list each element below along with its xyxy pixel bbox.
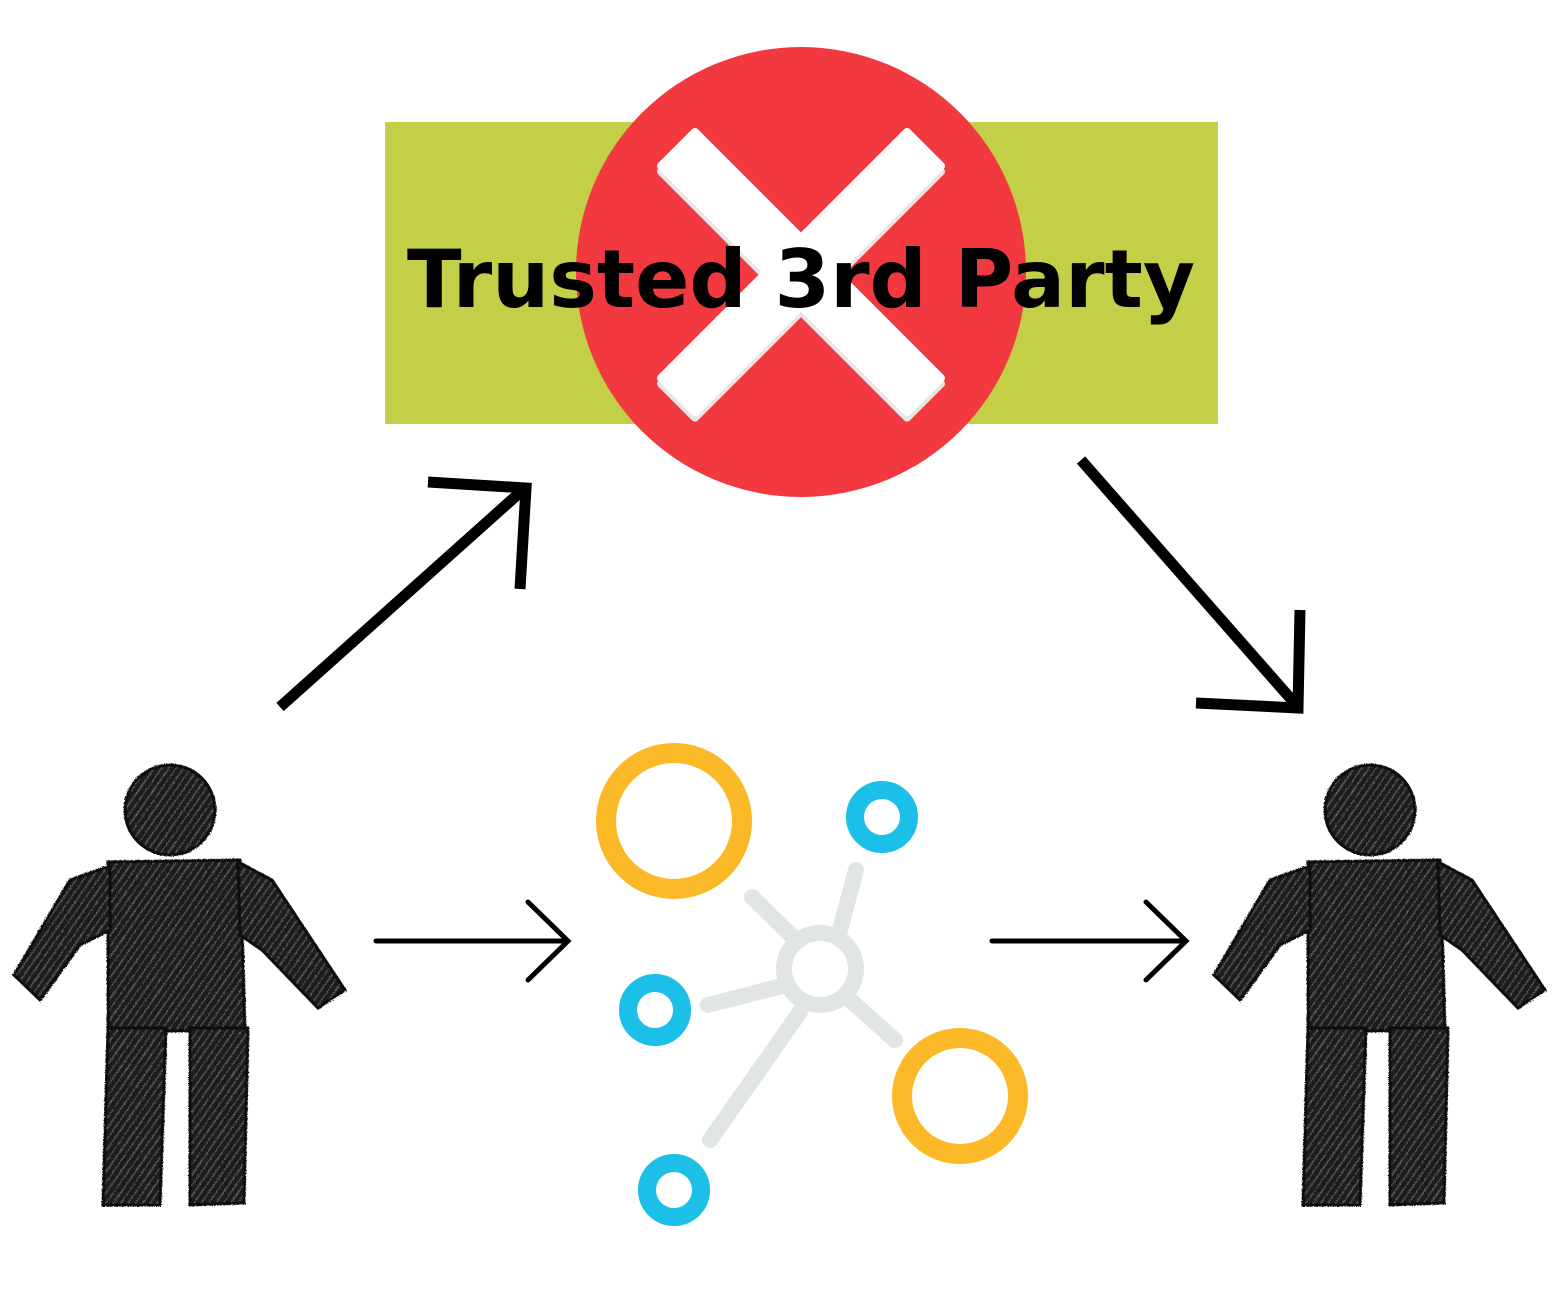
network-ring-large-bottom <box>892 1028 1028 1164</box>
trusted-party-label: Trusted 3rd Party <box>407 233 1195 326</box>
trusted-third-party-node: Trusted 3rd Party <box>385 47 1218 497</box>
cross-icon <box>576 47 1026 497</box>
arrow-trusted-party-to-receiver <box>1076 456 1306 714</box>
sender-person-icon <box>12 763 347 1207</box>
network-hub <box>776 925 864 1013</box>
network-ring-small-left <box>619 974 691 1046</box>
network-ring-large-top <box>596 743 752 899</box>
decentralized-network-icon <box>596 743 1028 1226</box>
arrow-sender-to-trusted-party <box>276 476 532 712</box>
arrow-sender-to-network <box>373 899 572 983</box>
receiver-person-icon <box>1212 763 1547 1207</box>
network-ring-small-top-right <box>846 781 918 853</box>
network-ring-small-bottom <box>638 1154 710 1226</box>
arrow-network-to-receiver <box>989 899 1190 983</box>
